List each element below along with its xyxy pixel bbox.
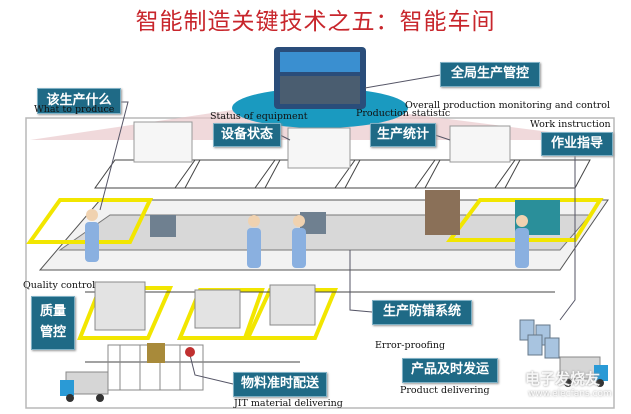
- truck-left: [60, 371, 109, 402]
- label-what-to-produce: 该生产什么: [37, 88, 121, 114]
- label-product-delivery: 产品及时发运: [402, 358, 498, 383]
- screen-status: [287, 127, 351, 169]
- diagram-title: 智能制造关键技术之五：智能车间: [135, 9, 496, 35]
- label-production-statistic: 生产统计: [370, 123, 436, 147]
- label-product-delivery-en: Product delivering: [400, 385, 490, 396]
- label-jit-delivery: 物料准时配送: [233, 372, 327, 397]
- label-error-proofing-en: Error-proofing: [375, 340, 446, 351]
- label-quality-control: 质量管控: [31, 296, 75, 350]
- screen-what: [133, 121, 193, 163]
- label-what-to-produce-en: What to produce: [34, 104, 115, 115]
- label-jit-delivery-en: JIT material delivering: [234, 398, 343, 409]
- label-overall-control-en: Overall production monitoring and contro…: [405, 100, 611, 111]
- label-stat-en: Production statistic: [356, 108, 451, 119]
- watermark-brand: 电子发烧友: [525, 370, 601, 388]
- watermark-url: www.elecfans.com: [528, 389, 612, 399]
- truck-right: [559, 356, 608, 387]
- label-quality-en: Quality control: [23, 280, 96, 291]
- label-work-en: Work instruction: [530, 119, 611, 130]
- label-equipment-status: 设备状态: [213, 123, 281, 147]
- screen-stat: [449, 125, 511, 163]
- label-overall-control: 全局生产管控: [440, 62, 540, 87]
- label-error-proofing: 生产防错系统: [372, 300, 472, 325]
- label-status-en: Status of equipment: [210, 111, 308, 122]
- label-work-instruction: 作业指导: [541, 132, 613, 156]
